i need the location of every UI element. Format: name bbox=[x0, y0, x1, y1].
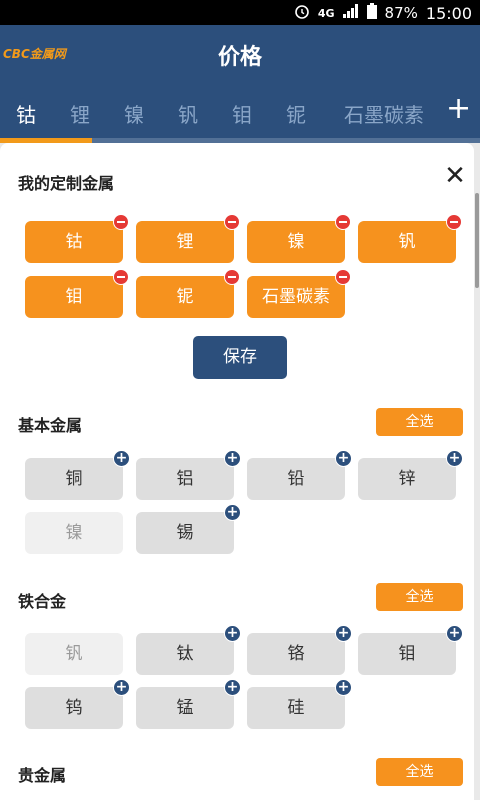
custom-chip[interactable]: 锂 bbox=[136, 214, 240, 263]
metal-chip[interactable]: 钨+ bbox=[25, 679, 130, 729]
close-icon[interactable]: ✕ bbox=[444, 161, 466, 191]
chip-label: 锂 bbox=[176, 232, 194, 252]
chip-label: 硅 bbox=[287, 698, 305, 718]
scrollbar-thumb[interactable] bbox=[475, 193, 479, 288]
section-title-precious-metals: 贵金属 bbox=[18, 766, 67, 785]
tab-molybdenum[interactable]: 钼 bbox=[232, 103, 252, 127]
add-icon[interactable]: + bbox=[224, 504, 241, 521]
chip-label: 镍 bbox=[65, 523, 83, 543]
chip-label: 钴 bbox=[65, 232, 83, 252]
save-button[interactable]: 保存 bbox=[193, 336, 287, 379]
add-icon[interactable]: + bbox=[335, 625, 352, 642]
chip-label: 锰 bbox=[176, 698, 194, 718]
tab-vanadium[interactable]: 钒 bbox=[178, 103, 198, 127]
custom-chip[interactable]: 铌 bbox=[136, 269, 240, 318]
add-icon[interactable]: + bbox=[224, 625, 241, 642]
chip-label: 钒 bbox=[65, 644, 83, 664]
custom-chip[interactable]: 石墨碳素 bbox=[247, 269, 351, 318]
remove-icon[interactable] bbox=[224, 269, 240, 285]
remove-icon[interactable] bbox=[335, 214, 351, 230]
metal-chip[interactable]: 锰+ bbox=[136, 679, 241, 729]
chip-label: 石墨碳素 bbox=[262, 287, 330, 307]
alarm-icon bbox=[294, 3, 310, 23]
battery-icon bbox=[366, 3, 377, 23]
battery-level: 87% bbox=[384, 4, 418, 22]
remove-icon[interactable] bbox=[113, 214, 129, 230]
chip-label: 钼 bbox=[65, 287, 83, 307]
metal-chip[interactable]: 铝+ bbox=[136, 450, 241, 500]
page-title: 价格 bbox=[217, 45, 262, 70]
chip-label: 钼 bbox=[398, 644, 416, 664]
custom-section-title: 我的定制金属 bbox=[18, 174, 115, 193]
custom-chip[interactable]: 钒 bbox=[358, 214, 462, 263]
metal-chip[interactable]: 铅+ bbox=[247, 450, 352, 500]
section-title-ferroalloy: 铁合金 bbox=[18, 592, 67, 611]
metal-chip[interactable]: 铜+ bbox=[25, 450, 130, 500]
add-icon[interactable]: + bbox=[446, 450, 463, 467]
custom-chip[interactable]: 钼 bbox=[25, 269, 129, 318]
scrollbar[interactable] bbox=[474, 143, 480, 800]
metal-chip[interactable]: 硅+ bbox=[247, 679, 352, 729]
custom-chip[interactable]: 镍 bbox=[247, 214, 351, 263]
tab-niobium[interactable]: 铌 bbox=[286, 103, 306, 127]
add-tab-icon[interactable]: + bbox=[446, 91, 472, 126]
metal-chip[interactable]: 锡+ bbox=[136, 504, 241, 554]
tab-nickel[interactable]: 镍 bbox=[124, 103, 144, 127]
add-icon[interactable]: + bbox=[224, 450, 241, 467]
chip-label: 钨 bbox=[65, 698, 83, 718]
tab-graphite-carbon[interactable]: 石墨碳素 bbox=[344, 103, 424, 127]
chip-label: 锌 bbox=[398, 469, 416, 489]
remove-icon[interactable] bbox=[113, 269, 129, 285]
add-icon[interactable]: + bbox=[113, 450, 130, 467]
category-tabs: 钴 锂 镍 钒 钼 铌 石墨碳素 + bbox=[0, 83, 480, 143]
remove-icon[interactable] bbox=[224, 214, 240, 230]
add-icon[interactable]: + bbox=[113, 679, 130, 696]
network-type: 4G bbox=[317, 6, 335, 20]
metal-chip[interactable]: 铬+ bbox=[247, 625, 352, 675]
select-all-button[interactable]: 全选 bbox=[376, 758, 463, 786]
tab-lithium[interactable]: 锂 bbox=[70, 103, 90, 127]
select-all-button[interactable]: 全选 bbox=[376, 408, 463, 436]
custom-chip[interactable]: 钴 bbox=[25, 214, 129, 263]
metal-chip[interactable]: 锌+ bbox=[358, 450, 463, 500]
section-title-base-metals: 基本金属 bbox=[18, 416, 83, 435]
select-all-button[interactable]: 全选 bbox=[376, 583, 463, 611]
chip-label: 铜 bbox=[65, 469, 83, 489]
metal-chip[interactable]: 钼+ bbox=[358, 625, 463, 675]
add-icon[interactable]: + bbox=[224, 679, 241, 696]
chip-label: 镍 bbox=[287, 232, 305, 252]
chip-label: 铌 bbox=[176, 287, 194, 307]
chip-label: 铬 bbox=[287, 644, 305, 664]
add-icon[interactable]: + bbox=[446, 625, 463, 642]
add-icon[interactable]: + bbox=[335, 450, 352, 467]
remove-icon[interactable] bbox=[446, 214, 462, 230]
status-bar: 4G 87% 15:00 bbox=[0, 0, 480, 25]
signal-icon bbox=[342, 4, 359, 22]
chip-label: 钒 bbox=[398, 232, 416, 252]
metal-chip-disabled: 钒 bbox=[25, 633, 123, 675]
tab-track bbox=[0, 138, 480, 143]
clock: 15:00 bbox=[425, 3, 472, 23]
chip-label: 钛 bbox=[176, 644, 194, 664]
add-icon[interactable]: + bbox=[335, 679, 352, 696]
brand-logo: CBC金属网 bbox=[3, 47, 66, 61]
remove-icon[interactable] bbox=[335, 269, 351, 285]
tab-cobalt[interactable]: 钴 bbox=[16, 103, 36, 127]
metal-chip-disabled: 镍 bbox=[25, 512, 123, 554]
tab-indicator bbox=[0, 138, 92, 143]
app-bar: CBC金属网 价格 bbox=[0, 25, 480, 83]
chip-label: 锡 bbox=[176, 523, 194, 543]
chip-label: 铅 bbox=[287, 469, 305, 489]
chip-label: 铝 bbox=[176, 469, 194, 489]
metal-chip[interactable]: 钛+ bbox=[136, 625, 241, 675]
